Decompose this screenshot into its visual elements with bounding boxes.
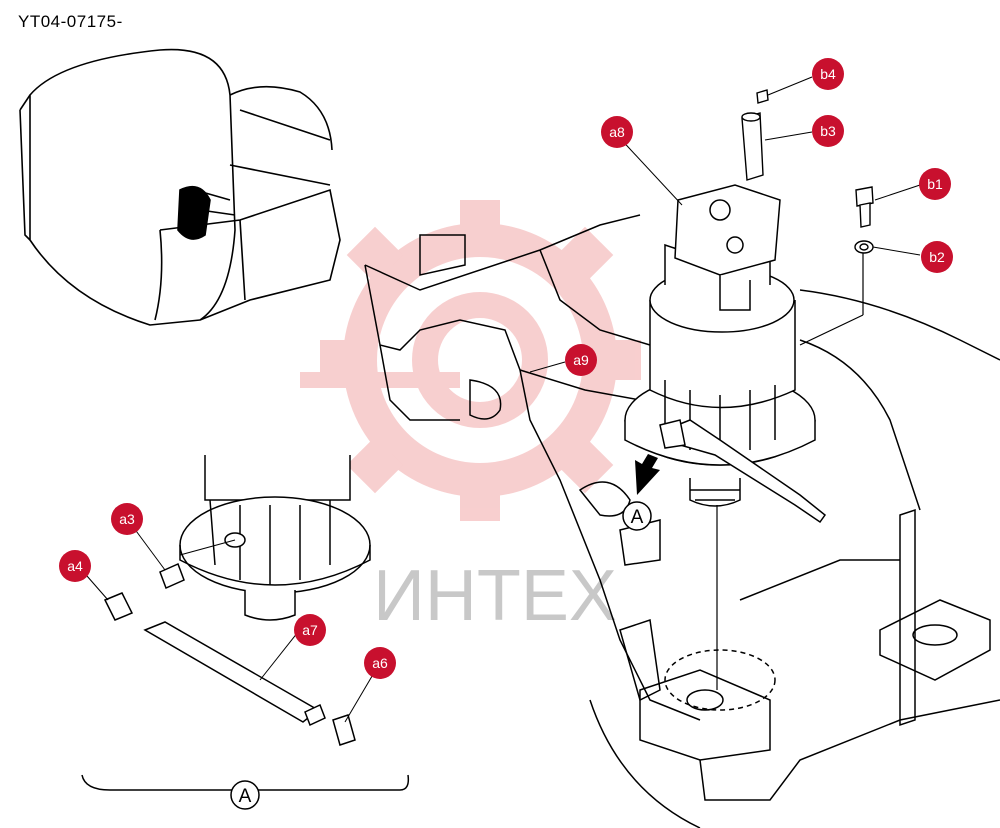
svg-text:a3: a3	[119, 511, 135, 527]
swing-motor-assembly	[624, 184, 827, 524]
svg-text:a6: a6	[372, 655, 388, 671]
callout-b3: b3	[812, 115, 844, 147]
svg-text:b4: b4	[820, 66, 836, 82]
loose-parts-b	[741, 89, 874, 254]
view-a-detail	[81, 455, 410, 791]
callout-a3: a3	[111, 503, 143, 535]
callout-b2: b2	[921, 241, 953, 273]
callout-b4: b4	[812, 58, 844, 90]
view-a-marker-bottom: A	[239, 786, 252, 807]
callout-b1: b1	[919, 168, 951, 200]
watermark-text: ИНТЕХ	[373, 556, 617, 636]
svg-text:a8: a8	[609, 124, 625, 140]
callout-a8: a8	[601, 116, 633, 148]
svg-text:a4: a4	[67, 558, 83, 574]
machine-overview	[19, 48, 341, 326]
revolving-frame	[364, 214, 1000, 828]
leader-lines	[716, 252, 864, 690]
callout-a9: a9	[565, 344, 597, 376]
svg-text:b1: b1	[927, 176, 943, 192]
callout-a6: a6	[364, 647, 396, 679]
document-id: YT04-07175-	[18, 12, 123, 31]
svg-text:b3: b3	[820, 123, 836, 139]
view-a-arrow: A A	[230, 454, 660, 810]
svg-text:b2: b2	[929, 249, 945, 265]
callouts: b4 b3 a8 b1 b2 a9	[59, 58, 953, 679]
svg-text:a9: a9	[573, 352, 589, 368]
callout-a7: a7	[294, 614, 326, 646]
view-a-marker-top: A	[631, 507, 644, 528]
svg-text:a7: a7	[302, 622, 318, 638]
callout-a4: a4	[59, 550, 91, 582]
